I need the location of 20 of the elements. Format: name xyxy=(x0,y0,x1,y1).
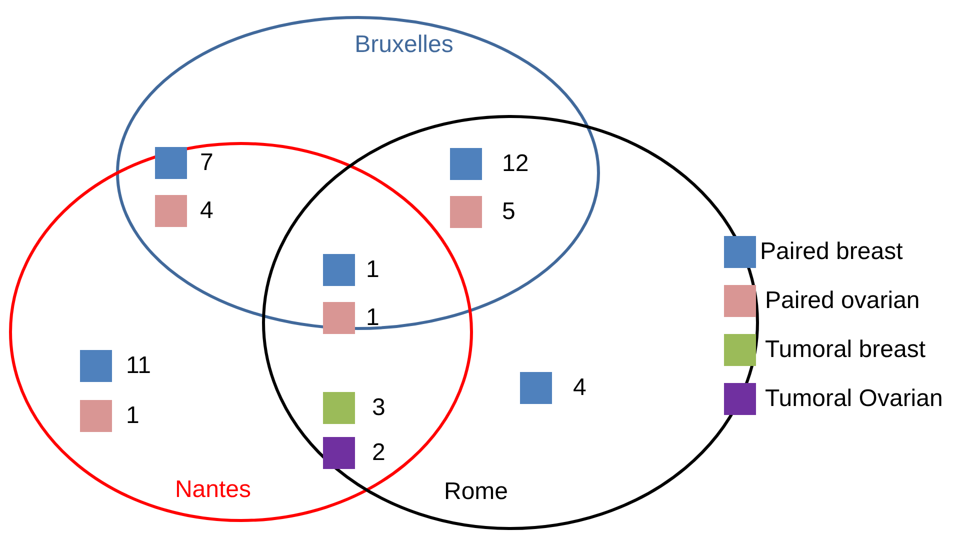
count-label: 7 xyxy=(200,149,214,177)
set-label: Bruxelles xyxy=(354,31,454,59)
count-label: 5 xyxy=(502,198,516,226)
count-label: 3 xyxy=(372,394,386,422)
legend-label: Paired ovarian xyxy=(765,287,920,315)
count-label: 12 xyxy=(502,150,529,178)
set-label: Nantes xyxy=(174,476,252,504)
count-label: 11 xyxy=(126,352,151,380)
legend-label: Paired breast xyxy=(760,238,903,266)
count-label: 4 xyxy=(573,374,586,402)
legend-label: Tumoral Ovarian xyxy=(765,385,943,413)
set-label: Rome xyxy=(444,478,508,506)
count-label: 1 xyxy=(126,402,140,430)
legend-label: Tumoral breast xyxy=(765,336,926,364)
count-label: 4 xyxy=(200,197,214,225)
count-label: 2 xyxy=(372,439,386,467)
count-label: 1 xyxy=(366,304,380,332)
count-label: 1 xyxy=(366,256,380,284)
set-ellipse xyxy=(116,16,600,330)
set-ellipse xyxy=(262,115,759,530)
